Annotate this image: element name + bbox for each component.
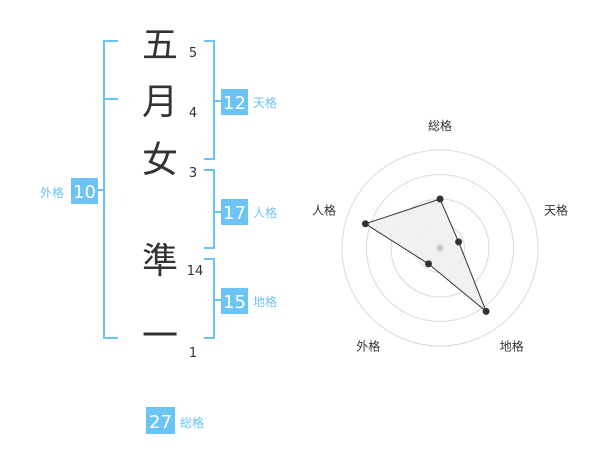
stroke-count-2: 4	[189, 106, 197, 121]
radar-point-1	[436, 195, 444, 203]
jinkaku-bracket	[204, 169, 222, 249]
chikaku-label: 地格	[253, 294, 277, 309]
soukaku: 27 総格	[146, 407, 204, 434]
stroke-count-1: 5	[189, 46, 197, 61]
name-char-4: 準	[142, 241, 178, 282]
radar-point-5	[361, 220, 369, 228]
stroke-counts: 5 4 3 14 1	[187, 46, 204, 361]
name-char-5: 一	[142, 316, 178, 357]
tenkaku: 12 天格	[221, 89, 277, 115]
chikaku-box	[221, 288, 248, 314]
tenkaku-box	[221, 89, 248, 115]
jinkaku: 17 人格	[221, 199, 277, 225]
radar-polygon	[364, 198, 487, 312]
radar-ring-4	[341, 149, 539, 347]
radar-ring-3	[366, 174, 514, 322]
gaikaku-label: 外格	[40, 185, 64, 200]
name-characters: 五 月 女 準 一	[142, 25, 178, 357]
stroke-count-3: 3	[189, 166, 197, 181]
stroke-count-4: 14	[187, 264, 204, 279]
jinkaku-box	[221, 199, 248, 225]
radar-points	[361, 195, 490, 315]
radar-axis-label-2: 天格	[544, 202, 568, 217]
jinkaku-value: 17	[223, 203, 246, 224]
gaikaku-box	[71, 178, 98, 204]
radar-point-2	[455, 238, 463, 246]
radar-axis-label-5: 人格	[312, 202, 336, 217]
radar-axis-label-3: 地格	[500, 339, 524, 354]
stroke-count-5: 1	[189, 346, 197, 361]
tenkaku-bracket	[204, 40, 222, 160]
jinkaku-label: 人格	[253, 205, 277, 220]
radar-axis-label-4: 外格	[356, 339, 380, 354]
soukaku-value: 27	[149, 412, 172, 433]
radar-center-dot	[436, 244, 444, 252]
name-char-1: 五	[142, 25, 178, 66]
radar-point-4	[425, 260, 432, 268]
tenkaku-value: 12	[223, 93, 246, 114]
soukaku-label: 総格	[180, 415, 204, 430]
chikaku-bracket	[204, 258, 222, 339]
gaikaku: 外格 10	[40, 178, 98, 204]
radar-point-3	[482, 307, 490, 315]
name-char-2: 月	[142, 82, 178, 123]
radar-axis-label-1: 総格	[428, 118, 452, 133]
chikaku: 15 地格	[221, 288, 277, 314]
brackets	[96, 40, 222, 339]
chikaku-value: 15	[223, 292, 246, 313]
gaikaku-value: 10	[73, 182, 96, 203]
gaikaku-bracket	[96, 40, 118, 339]
tenkaku-label: 天格	[253, 95, 277, 110]
name-char-3: 女	[142, 140, 178, 181]
soukaku-box	[146, 407, 175, 434]
